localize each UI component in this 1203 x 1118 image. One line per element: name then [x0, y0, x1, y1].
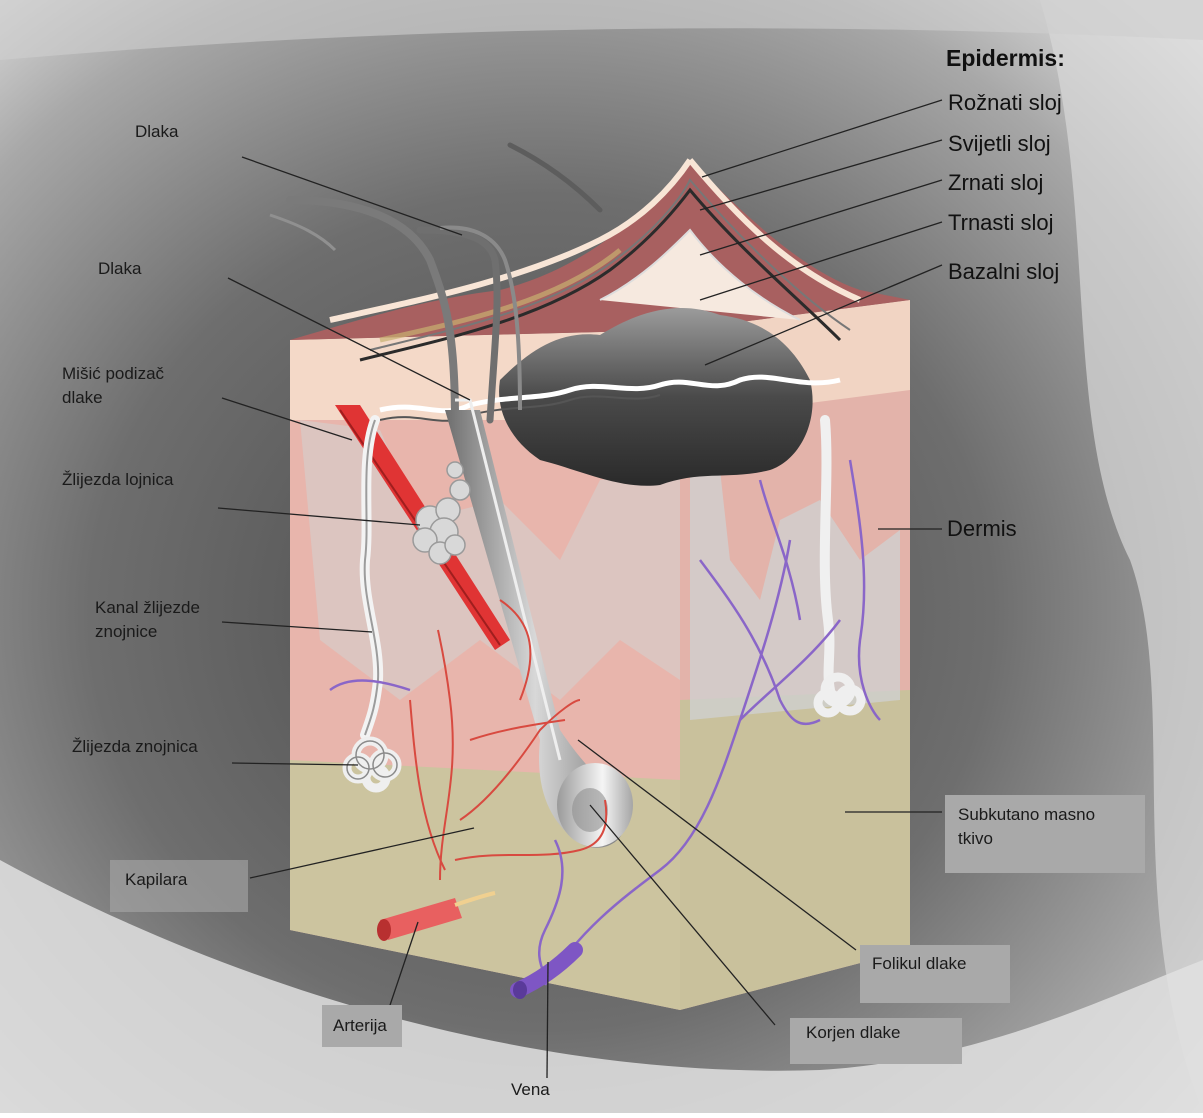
label-subkutano-line2: tkivo	[958, 827, 1095, 851]
label-misic-podizac: Mišić podizač dlake	[62, 362, 164, 410]
epidermis-title: Epidermis:	[946, 44, 1065, 72]
label-folikul-dlake: Folikul dlake	[872, 952, 967, 976]
layer-label-svijetli: Svijetli sloj	[948, 130, 1051, 158]
layer-label-rožnati: Rožnati sloj	[948, 89, 1062, 117]
label-arterija: Arterija	[333, 1014, 387, 1038]
label-zlijezda-znojnica: Žlijezda znojnica	[72, 735, 198, 759]
label-korjen-dlake: Korjen dlake	[806, 1021, 901, 1045]
label-dlaka-2: Dlaka	[98, 257, 141, 281]
label-kapilara: Kapilara	[125, 868, 187, 892]
label-subkutano: Subkutano masno tkivo	[958, 803, 1095, 851]
label-vena: Vena	[511, 1078, 550, 1102]
label-dermis: Dermis	[947, 515, 1017, 543]
label-kanal-line1: Kanal žlijezde	[95, 596, 200, 620]
layer-label-trnasti: Trnasti sloj	[948, 209, 1054, 237]
label-misic-line1: Mišić podizač	[62, 362, 164, 386]
label-kanal-line2: znojnice	[95, 620, 200, 644]
label-subkutano-line1: Subkutano masno	[958, 803, 1095, 827]
label-kanal-zlijezde: Kanal žlijezde znojnice	[95, 596, 200, 644]
label-dlaka-1: Dlaka	[135, 120, 178, 144]
layer-label-zrnati: Zrnati sloj	[948, 169, 1043, 197]
layer-label-bazalni: Bazalni sloj	[948, 258, 1059, 286]
label-zlijezda-lojnica: Žlijezda lojnica	[62, 468, 174, 492]
label-misic-line2: dlake	[62, 386, 164, 410]
